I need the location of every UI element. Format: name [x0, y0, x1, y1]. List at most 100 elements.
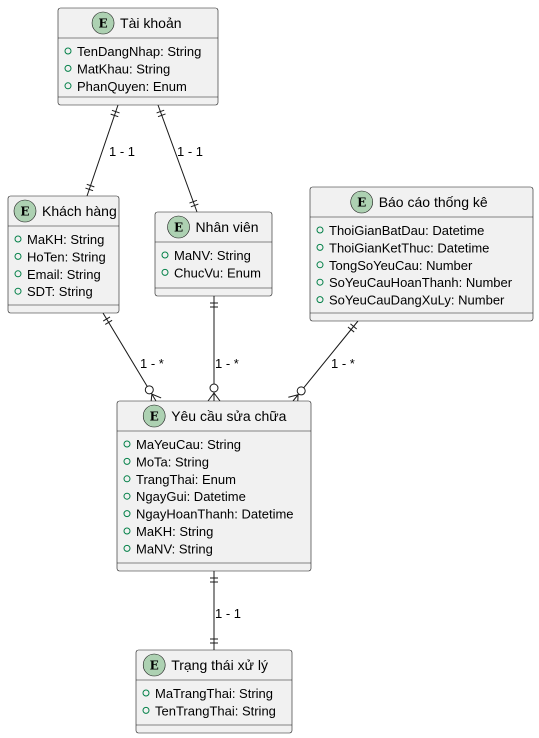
public-visibility-icon — [14, 252, 22, 260]
one-marker — [350, 323, 358, 330]
public-visibility-icon — [142, 689, 150, 697]
one-marker — [102, 316, 111, 322]
one-marker — [189, 199, 198, 204]
entity-box — [135, 649, 293, 734]
entity-attribute: TenDangNhap: String — [77, 44, 201, 59]
relationship-label: 1 - * — [140, 356, 164, 371]
one-marker — [104, 319, 113, 325]
entity-attribute: ThoiGianKetThuc: Datetime — [329, 240, 489, 255]
zero-marker — [296, 386, 306, 396]
entity-trang-thai[interactable]: E Trạng thái xử lý MaTrangThai: StringTenT… — [135, 649, 293, 734]
relationship-nhan-vien-yeu-cau: 1 - * — [207, 296, 239, 402]
entity-attribute: MaTrangThai: String — [155, 686, 273, 701]
entity-title: Khách hàng — [42, 203, 117, 219]
relationship-label: 1 - 1 — [109, 144, 135, 159]
relationship-tai-khoan-nhan-vien: 1 - 1 — [156, 104, 203, 213]
entity-box — [116, 400, 312, 572]
entity-badge-letter: E — [357, 196, 366, 210]
entity-attribute: MoTa: String — [136, 454, 209, 469]
one-marker — [111, 109, 120, 114]
entity-attribute: TrangThai: Enum — [136, 472, 236, 487]
entity-attribute: SoYeuCauDangXuLy: Number — [329, 293, 505, 308]
public-visibility-icon — [142, 706, 150, 714]
entity-badge-letter: E — [174, 221, 183, 235]
entity-badge-icon — [142, 404, 166, 428]
relationship-label: 1 - 1 — [215, 606, 241, 621]
public-visibility-icon — [316, 261, 324, 269]
public-visibility-icon — [123, 544, 131, 552]
public-visibility-icon — [316, 243, 324, 251]
entity-attribute: ChucVu: Enum — [174, 265, 261, 280]
one-marker — [347, 326, 355, 333]
entity-badge-letter: E — [20, 205, 29, 219]
entity-badge-letter: E — [98, 17, 107, 31]
relationship-yeu-cau-trang-thai: 1 - 1 — [210, 571, 241, 650]
entity-attribute: PhanQuyen: Enum — [77, 79, 187, 94]
zero-marker — [144, 385, 154, 395]
one-marker — [156, 109, 165, 114]
entity-title: Nhân viên — [196, 219, 259, 235]
public-visibility-icon — [316, 296, 324, 304]
public-visibility-icon — [14, 287, 22, 295]
entity-attribute: ThoiGianBatDau: Datetime — [329, 223, 484, 238]
entity-attribute: TongSoYeuCau: Number — [329, 258, 473, 273]
entity-bao-cao[interactable]: E Báo cáo thống kê ThoiGianBatDau: Datetim… — [309, 186, 534, 322]
entity-attribute: MaYeuCau: String — [136, 437, 241, 452]
one-marker — [190, 203, 199, 208]
entity-badge-letter: E — [150, 659, 159, 673]
public-visibility-icon — [123, 440, 131, 448]
relationship-line — [86, 104, 119, 197]
entity-box — [309, 186, 534, 322]
entity-box — [7, 195, 120, 314]
relationship-label: 1 - * — [331, 356, 355, 371]
crow-foot-prong — [288, 394, 299, 398]
entity-badge-letter: E — [150, 410, 159, 424]
entity-badge-icon — [167, 215, 190, 239]
crow-foot-prong — [151, 393, 162, 399]
public-visibility-icon — [161, 251, 169, 259]
entity-attribute: SDT: String — [27, 284, 93, 299]
public-visibility-icon — [123, 510, 131, 518]
relationship-bao-cao-yeu-cau: 1 - * — [288, 320, 359, 405]
public-visibility-icon — [64, 82, 72, 90]
one-marker — [157, 113, 166, 118]
public-visibility-icon — [316, 278, 324, 286]
public-visibility-icon — [123, 492, 131, 500]
zero-marker — [209, 383, 219, 393]
entity-attribute: SoYeuCauHoanThanh: Number — [329, 275, 513, 290]
public-visibility-icon — [123, 457, 131, 465]
crow-foot-prong — [207, 392, 215, 402]
entity-attribute: MaNV: String — [174, 248, 251, 263]
entity-attribute: MaNV: String — [136, 541, 213, 556]
entity-title: Tài khoản — [120, 15, 181, 31]
one-marker — [86, 183, 95, 188]
entity-attribute: MatKhau: String — [77, 61, 170, 76]
relationships-layer: 1 - 1 1 - 1 1 - * 1 - * 1 - * 1 - 1 — [85, 104, 359, 650]
public-visibility-icon — [161, 268, 169, 276]
public-visibility-icon — [123, 527, 131, 535]
entity-badge-icon — [142, 653, 166, 677]
entity-attribute: TenTrangThai: String — [155, 703, 276, 718]
entity-title: Yêu cầu sửa chữa — [171, 408, 286, 424]
crow-foot-prong — [213, 392, 221, 402]
public-visibility-icon — [123, 475, 131, 483]
public-visibility-icon — [64, 64, 72, 72]
entity-attribute: NgayHoanThanh: Datetime — [136, 507, 294, 522]
entity-title: Trạng thái xử lý — [171, 657, 268, 673]
public-visibility-icon — [14, 270, 22, 278]
entity-attribute: Email: String — [27, 267, 101, 282]
entity-attribute: MaKH: String — [136, 524, 213, 539]
one-marker — [85, 187, 94, 192]
entity-attribute: MaKH: String — [27, 232, 104, 247]
relationship-label: 1 - * — [215, 356, 239, 371]
relationship-label: 1 - 1 — [177, 144, 203, 159]
entity-title: Báo cáo thống kê — [379, 194, 488, 210]
entity-attribute: NgayGui: Datetime — [136, 489, 246, 504]
one-marker — [110, 113, 119, 118]
